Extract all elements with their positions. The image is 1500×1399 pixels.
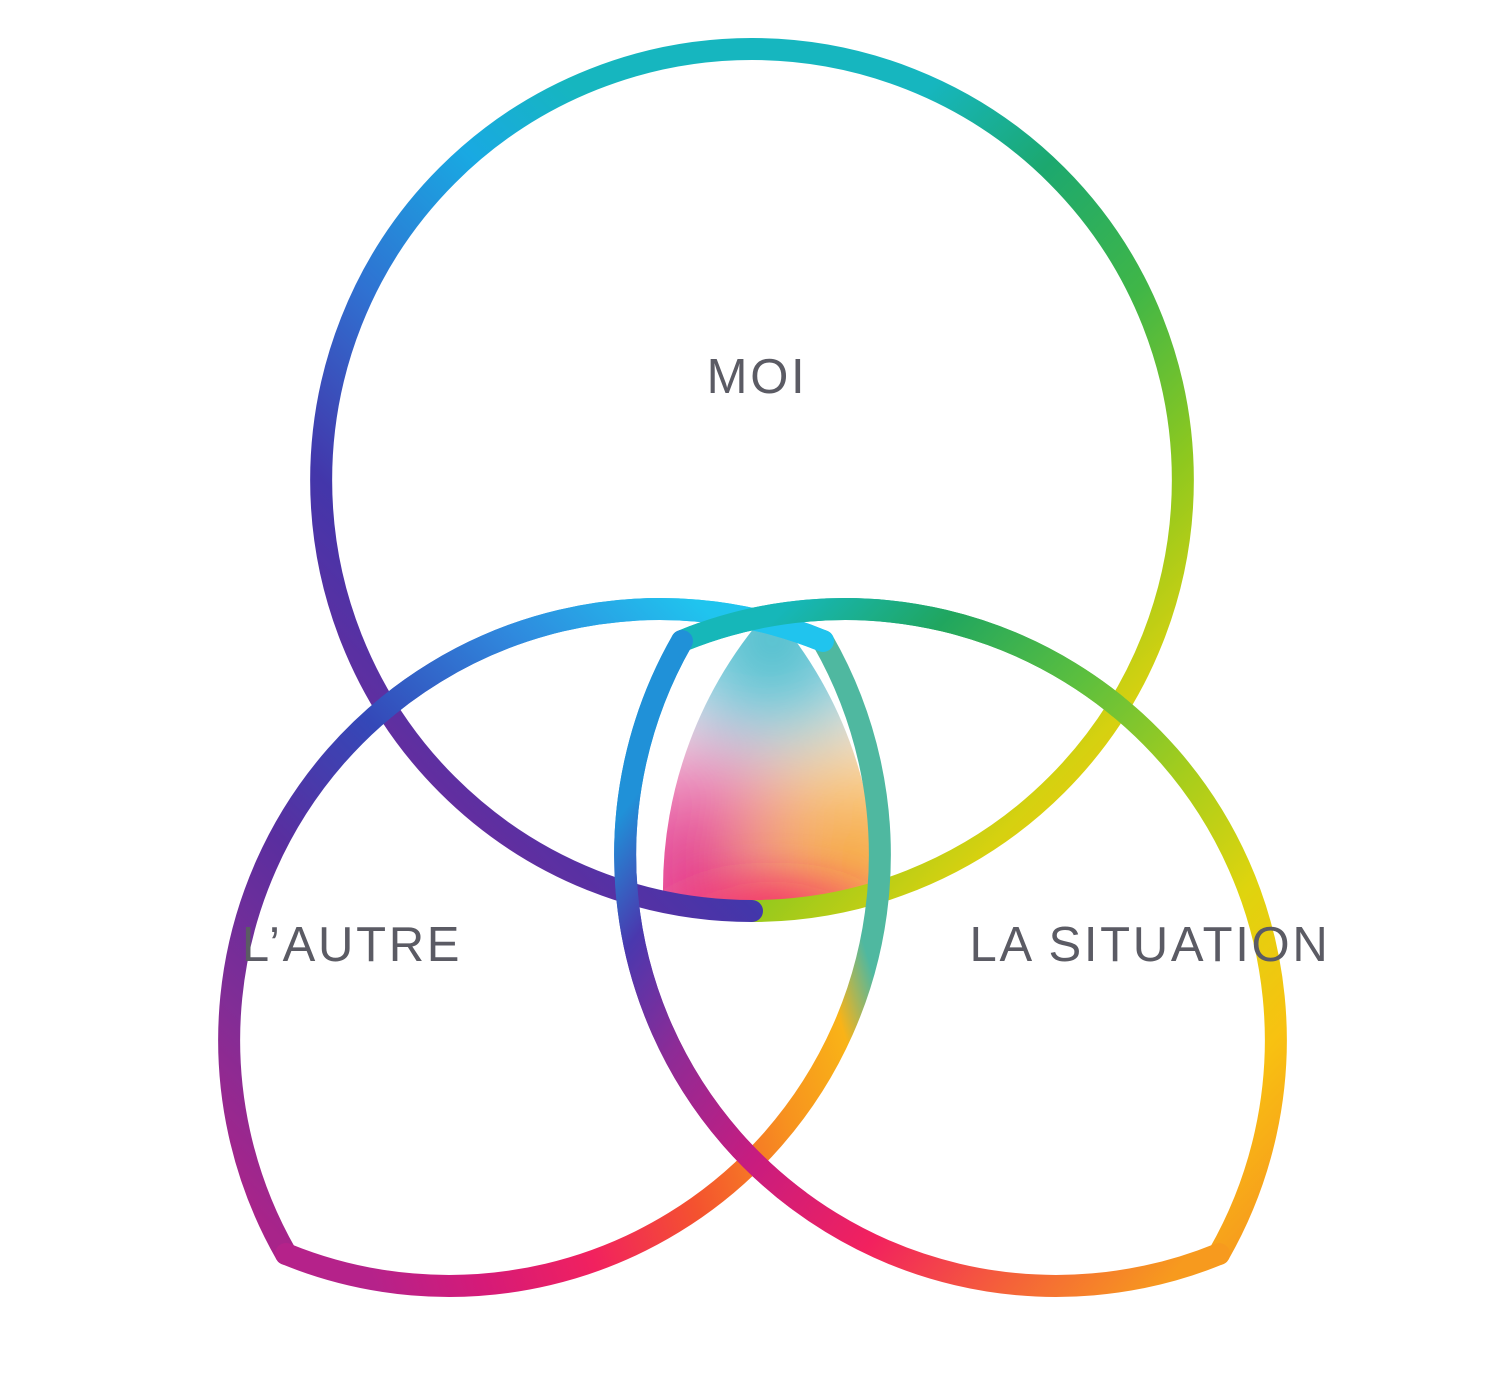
- overlap-situation-over-autre: [614, 630, 931, 1297]
- center-intersection-fill: [662, 609, 877, 907]
- circle-label-autre: L’AUTRE: [241, 918, 463, 972]
- circle-label-moi: MOI: [706, 350, 808, 404]
- circle-moi[interactable]: [310, 38, 1194, 922]
- circle-label-situation: LA SITUATION: [969, 918, 1331, 972]
